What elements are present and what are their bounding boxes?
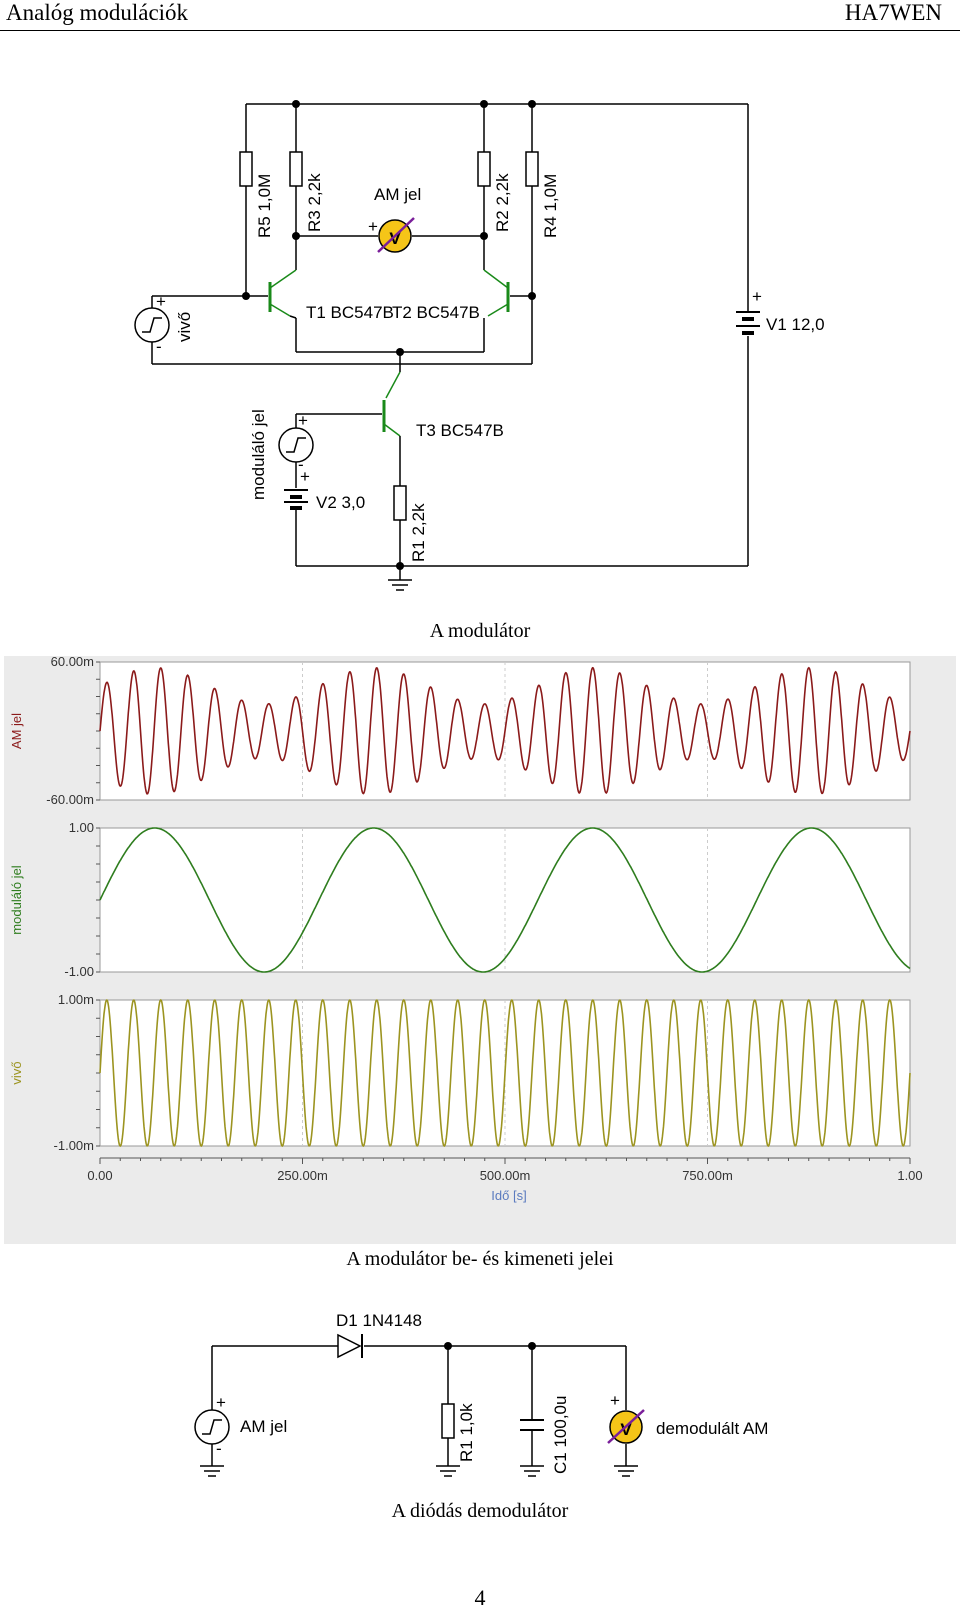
svg-text:+: + — [610, 1391, 620, 1410]
modulator-schematic: V + + - + - + — [134, 100, 825, 591]
label-r1-demod: R1 1,0k — [457, 1403, 476, 1462]
x-tick-label: 0.00 — [87, 1168, 112, 1183]
y-axis-label: moduláló jel — [9, 865, 24, 934]
label-r5: R5 1,0M — [255, 174, 274, 238]
y-axis-label: AM jel — [9, 713, 24, 749]
resistor-r1 — [393, 485, 407, 521]
signal-source-icon: + - — [194, 1393, 230, 1458]
y-tick-label: -1.00m — [54, 1138, 94, 1153]
svg-text:-: - — [156, 337, 162, 356]
voltmeter-icon: V + — [607, 1391, 645, 1444]
svg-text:-: - — [298, 455, 304, 474]
header-author: HA7WEN — [844, 0, 942, 25]
label-r2: R2 2,2k — [493, 173, 512, 232]
header-rule — [0, 30, 960, 31]
svg-text:+: + — [752, 287, 762, 306]
signal-plots-chart: 60.00m -60.00m AM jel 1.00 -1.00 moduláló jel… — [4, 656, 956, 1244]
resistor-r5 — [239, 151, 253, 187]
label-v2: V2 3,0 — [316, 493, 365, 512]
signal-source-icon: + - — [134, 292, 170, 356]
demodulator-schematic: + - V + D1 1N4148 AM jel R1 1,0k C1 100,… — [194, 1311, 768, 1477]
series-line — [99, 666, 911, 795]
label-v1: V1 12,0 — [766, 315, 825, 334]
plots-caption: A modulátor be- és kimeneti jelei — [346, 1248, 614, 1270]
svg-text:-: - — [216, 1439, 222, 1458]
label-carrier: vivő — [175, 312, 194, 342]
resistor-r3 — [289, 151, 303, 187]
y-tick-label: 1.00 — [69, 820, 94, 835]
y-tick-label: 1.00m — [58, 992, 94, 1007]
header-title: Analóg modulációk — [6, 0, 189, 25]
label-c1: C1 100,0u — [551, 1396, 570, 1474]
signal-source-icon: + - — [278, 411, 314, 474]
y-tick-label: -60.00m — [46, 792, 94, 807]
voltmeter-icon: V + — [368, 217, 415, 253]
x-tick-label: 500.00m — [480, 1168, 531, 1183]
label-t2: T2 BC547B — [392, 303, 480, 322]
label-r1: R1 2,2k — [409, 503, 428, 562]
svg-text:+: + — [300, 467, 310, 486]
resistor-r4 — [525, 151, 539, 187]
x-axis-label: Idő [s] — [491, 1188, 526, 1203]
svg-text:+: + — [156, 292, 166, 311]
svg-text:+: + — [298, 411, 308, 430]
svg-text:+: + — [216, 1393, 226, 1412]
resistor-r1-demod — [441, 1403, 455, 1439]
y-axis-label: vivő — [9, 1061, 24, 1084]
label-t1: T1 BC547B — [306, 303, 394, 322]
diode-icon — [337, 1333, 363, 1359]
label-am-source: AM jel — [240, 1417, 287, 1436]
label-t3: T3 BC547B — [416, 421, 504, 440]
label-demod-meter: demodulált AM — [656, 1419, 768, 1438]
label-modsig: moduláló jel — [249, 409, 268, 500]
label-r4: R4 1,0M — [541, 174, 560, 238]
resistor-r2 — [477, 151, 491, 187]
x-tick-label: 1.00 — [897, 1168, 922, 1183]
label-r3: R3 2,2k — [305, 173, 324, 232]
y-tick-label: -1.00 — [64, 964, 94, 979]
demodulator-caption: A diódás demodulátor — [391, 1500, 569, 1522]
battery-icon — [736, 311, 760, 335]
battery-icon — [284, 489, 308, 510]
x-tick-label: 750.00m — [682, 1168, 733, 1183]
x-tick-label: 250.00m — [277, 1168, 328, 1183]
series-line — [99, 998, 911, 1148]
page-number: 4 — [474, 1585, 486, 1610]
svg-text:+: + — [368, 217, 378, 236]
modulator-caption: A modulátor — [429, 620, 531, 642]
label-am-meter: AM jel — [374, 185, 421, 204]
series-line — [99, 827, 911, 973]
label-d1: D1 1N4148 — [336, 1311, 422, 1330]
y-tick-label: 60.00m — [51, 656, 94, 669]
